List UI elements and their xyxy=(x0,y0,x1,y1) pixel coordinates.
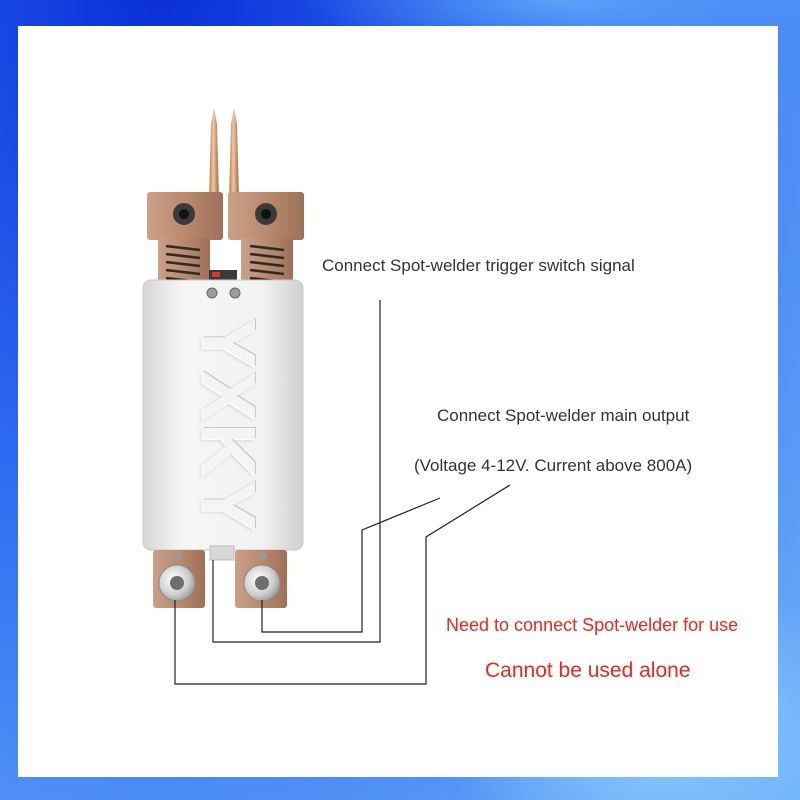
trigger-gap xyxy=(209,270,237,280)
main-output-line-a xyxy=(261,497,441,633)
main-body xyxy=(142,279,304,551)
right-clamp-stem xyxy=(241,238,293,284)
right-needle xyxy=(229,108,239,198)
springs xyxy=(165,244,285,284)
main-output-label: Connect Spot-welder main output xyxy=(437,406,690,425)
need-welder-warning: Need to connect Spot-welder for use xyxy=(446,615,739,635)
electrode-needles xyxy=(209,108,239,198)
left-needle xyxy=(209,108,219,198)
bottom-terminals xyxy=(153,545,287,608)
left-clamp-stem xyxy=(158,238,210,284)
trigger-line xyxy=(212,300,381,643)
indicator-icon xyxy=(212,272,220,277)
main-output-line-b xyxy=(174,484,511,685)
trigger-label: Connect Spot-welder trigger switch signa… xyxy=(322,256,635,275)
connection-lines xyxy=(174,300,511,685)
spec-label: (Voltage 4-12V. Current above 800A) xyxy=(414,456,693,475)
cannot-alone-warning: Cannot be used alone xyxy=(485,659,691,682)
body-screw-right-icon xyxy=(229,287,241,299)
body-screw-left-icon xyxy=(206,287,218,299)
